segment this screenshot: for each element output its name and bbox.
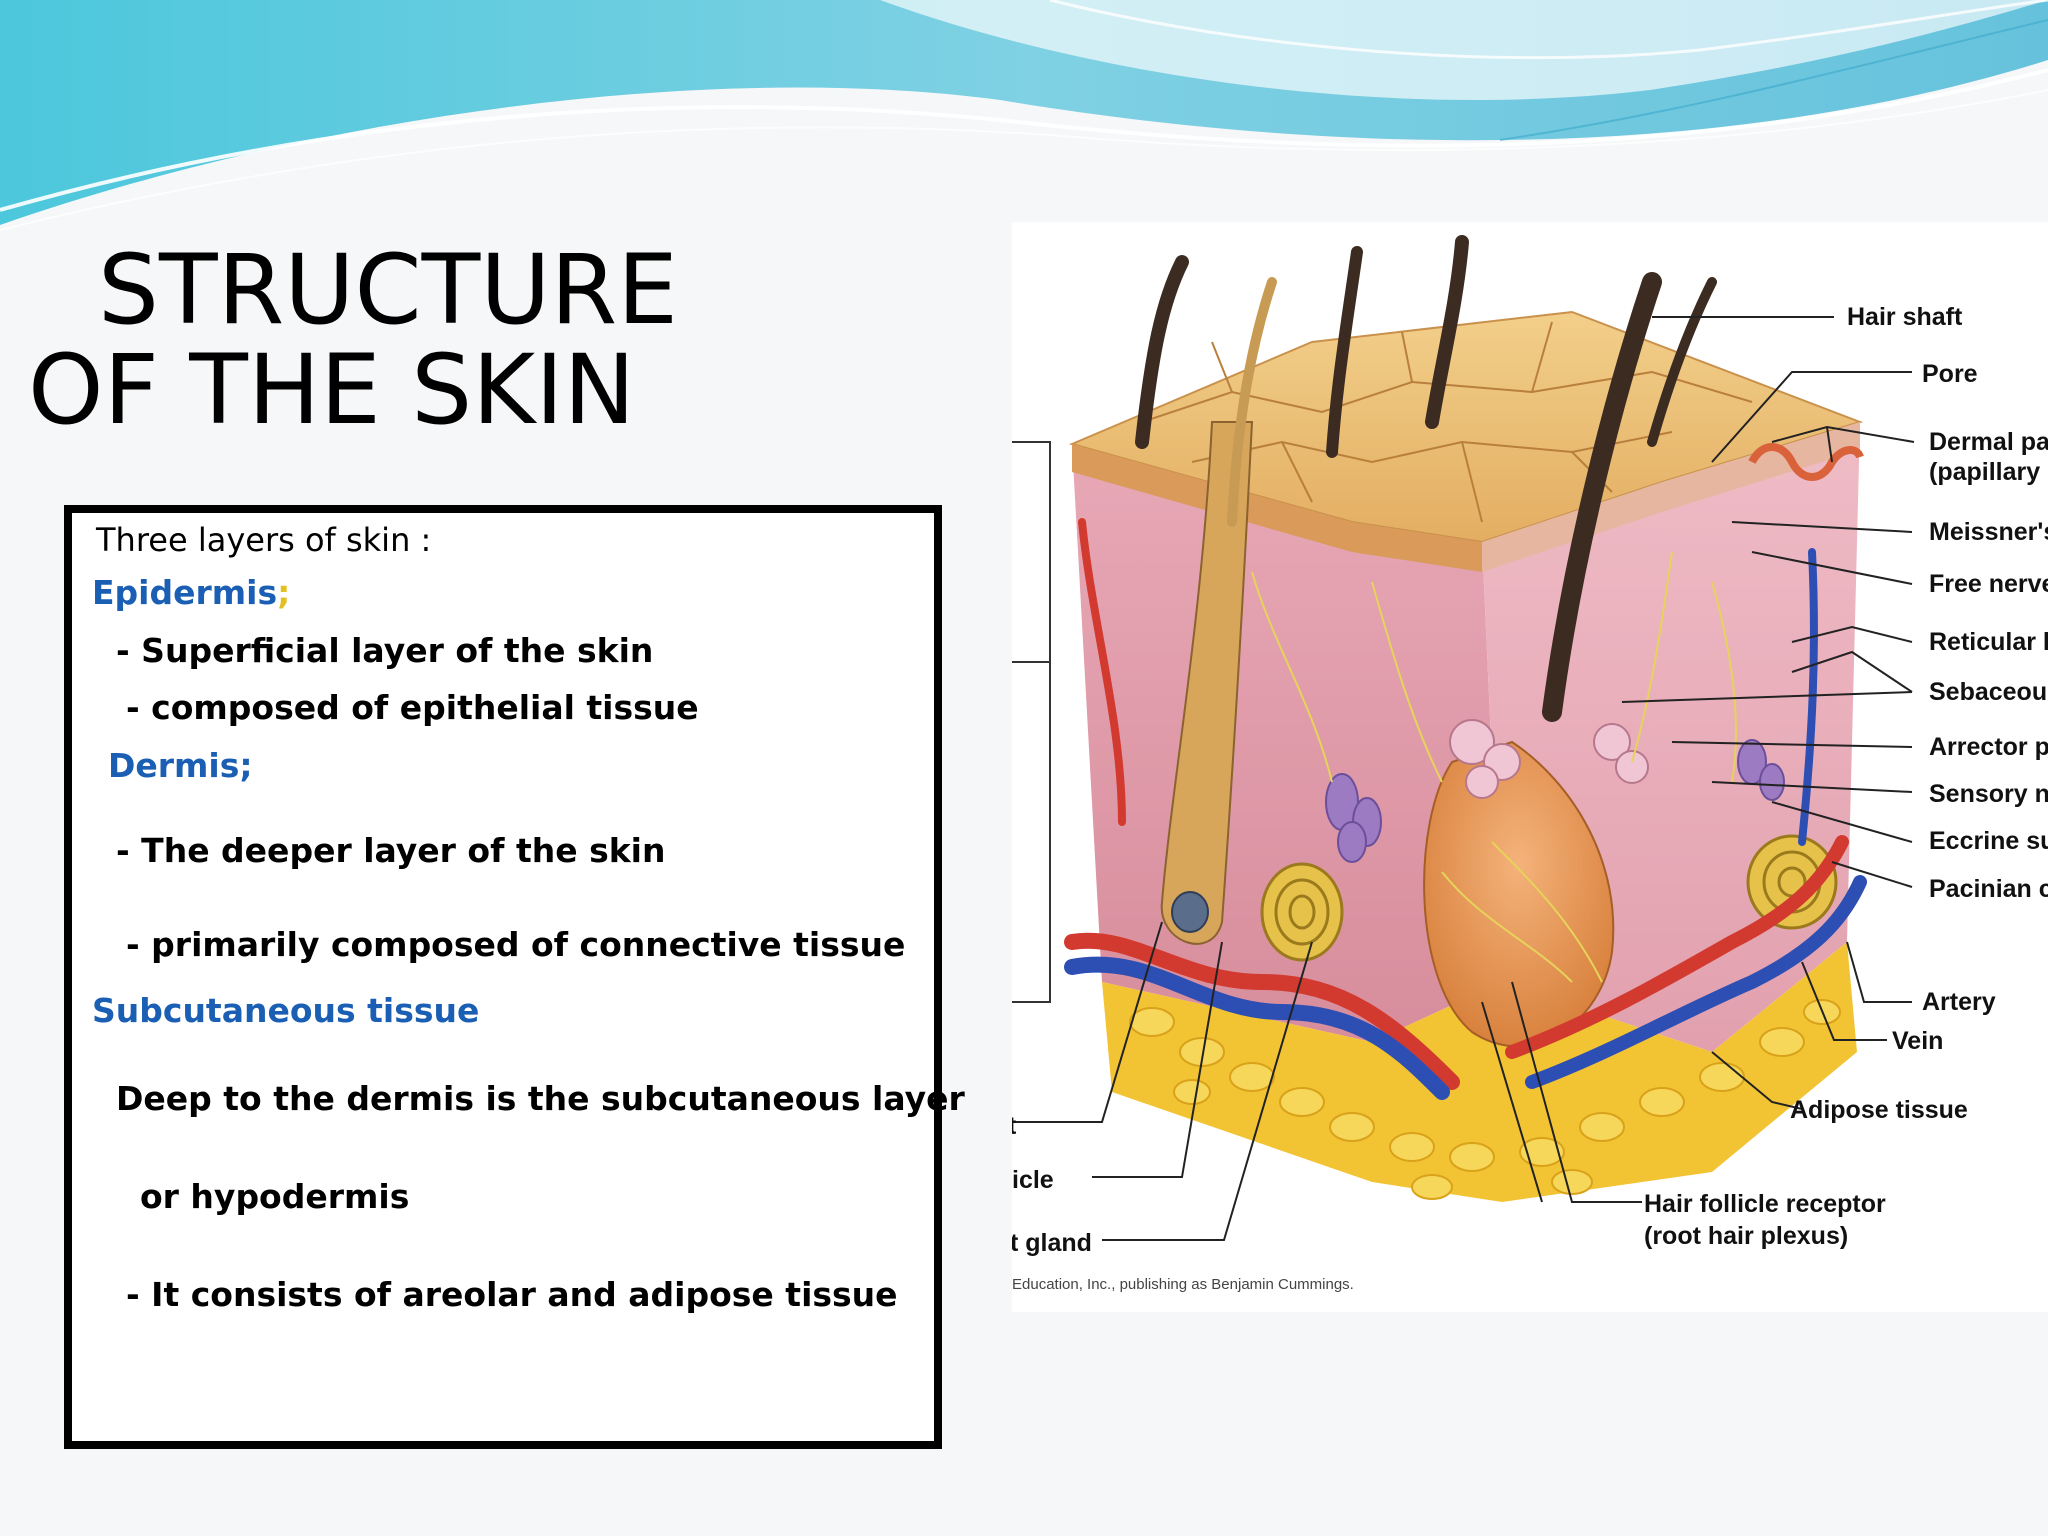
dermis-heading: Dermis; bbox=[108, 746, 253, 785]
epidermis-heading-text: Epidermis bbox=[92, 573, 278, 612]
skin-diagram: Hair shaft Pore Dermal pa (papillary Mei… bbox=[1012, 222, 2048, 1312]
hair-follicle-left bbox=[1160, 421, 1254, 945]
label-papillary: (papillary bbox=[1929, 458, 2040, 486]
label-left-3: t gland bbox=[1012, 1229, 1092, 1257]
subcutaneous-line-2: or hypodermis bbox=[140, 1177, 410, 1216]
label-reticular: Reticular l bbox=[1929, 628, 2048, 656]
epidermis-semicolon: ; bbox=[277, 573, 291, 612]
blood-vessels bbox=[1064, 518, 1867, 1100]
nerve-fibers bbox=[1251, 551, 1737, 983]
hair-bulb-left bbox=[1171, 891, 1209, 933]
dermis-point-2: - primarily composed of connective tissu… bbox=[126, 925, 906, 964]
label-dermal-papillae: Dermal pa bbox=[1929, 428, 2048, 456]
surface-cracks bbox=[1141, 321, 1753, 523]
dermal-papillae bbox=[1748, 443, 1864, 481]
label-vein: Vein bbox=[1892, 1027, 1943, 1055]
label-sensory: Sensory n bbox=[1929, 780, 2048, 808]
content-box: Three layers of skin : Epidermis; - Supe… bbox=[64, 505, 965, 1449]
layer-brackets bbox=[1012, 441, 1051, 1003]
adipose-layer bbox=[1102, 942, 1857, 1202]
epidermis-heading: Epidermis; bbox=[92, 573, 290, 612]
slide-title: STRUCTURE OF THE SKIN bbox=[28, 234, 678, 446]
label-left-1: t bbox=[1012, 1112, 1017, 1140]
label-pacinian: Pacinian c bbox=[1929, 875, 2048, 903]
dermis-point-1: - The deeper layer of the skin bbox=[116, 831, 666, 870]
subcutaneous-heading: Subcutaneous tissue bbox=[92, 991, 480, 1030]
label-left-2: icle bbox=[1012, 1166, 1054, 1194]
label-artery: Artery bbox=[1922, 988, 1996, 1016]
subcutaneous-line-1: Deep to the dermis is the subcutaneous l… bbox=[116, 1079, 965, 1118]
diagram-credit: Education, Inc., publishing as Benjamin … bbox=[1012, 1276, 1354, 1293]
leader-lines bbox=[1012, 316, 1915, 1241]
label-eccrine: Eccrine su bbox=[1929, 827, 2048, 855]
label-hair-shaft: Hair shaft bbox=[1847, 303, 1963, 331]
label-hair-follicle-receptor: Hair follicle receptor bbox=[1644, 1190, 1886, 1218]
label-meissners: Meissner's bbox=[1929, 518, 2048, 546]
label-pore: Pore bbox=[1922, 360, 1978, 388]
wave-header bbox=[0, 0, 2048, 231]
subcutaneous-point: - It consists of areolar and adipose tis… bbox=[126, 1275, 898, 1314]
hair-shafts bbox=[1135, 235, 1717, 722]
label-sebaceous: Sebaceou bbox=[1929, 678, 2047, 706]
title-line-1: STRUCTURE bbox=[98, 234, 678, 346]
intro-text: Three layers of skin : bbox=[96, 521, 432, 559]
epidermis-point-2: - composed of epithelial tissue bbox=[126, 688, 699, 727]
sebaceous-gland bbox=[1449, 719, 1649, 799]
epidermis-left-edge bbox=[1072, 444, 1482, 572]
label-adipose-tissue: Adipose tissue bbox=[1790, 1096, 1968, 1124]
label-free-nerve: Free nerve bbox=[1929, 570, 2048, 598]
label-root-hair-plexus: (root hair plexus) bbox=[1644, 1222, 1848, 1250]
title-line-2: OF THE SKIN bbox=[28, 334, 636, 446]
label-arrector: Arrector p bbox=[1929, 733, 2048, 761]
epidermis-point-1: - Superficial layer of the skin bbox=[116, 631, 654, 670]
pacinian-corpuscles bbox=[1260, 834, 1838, 962]
